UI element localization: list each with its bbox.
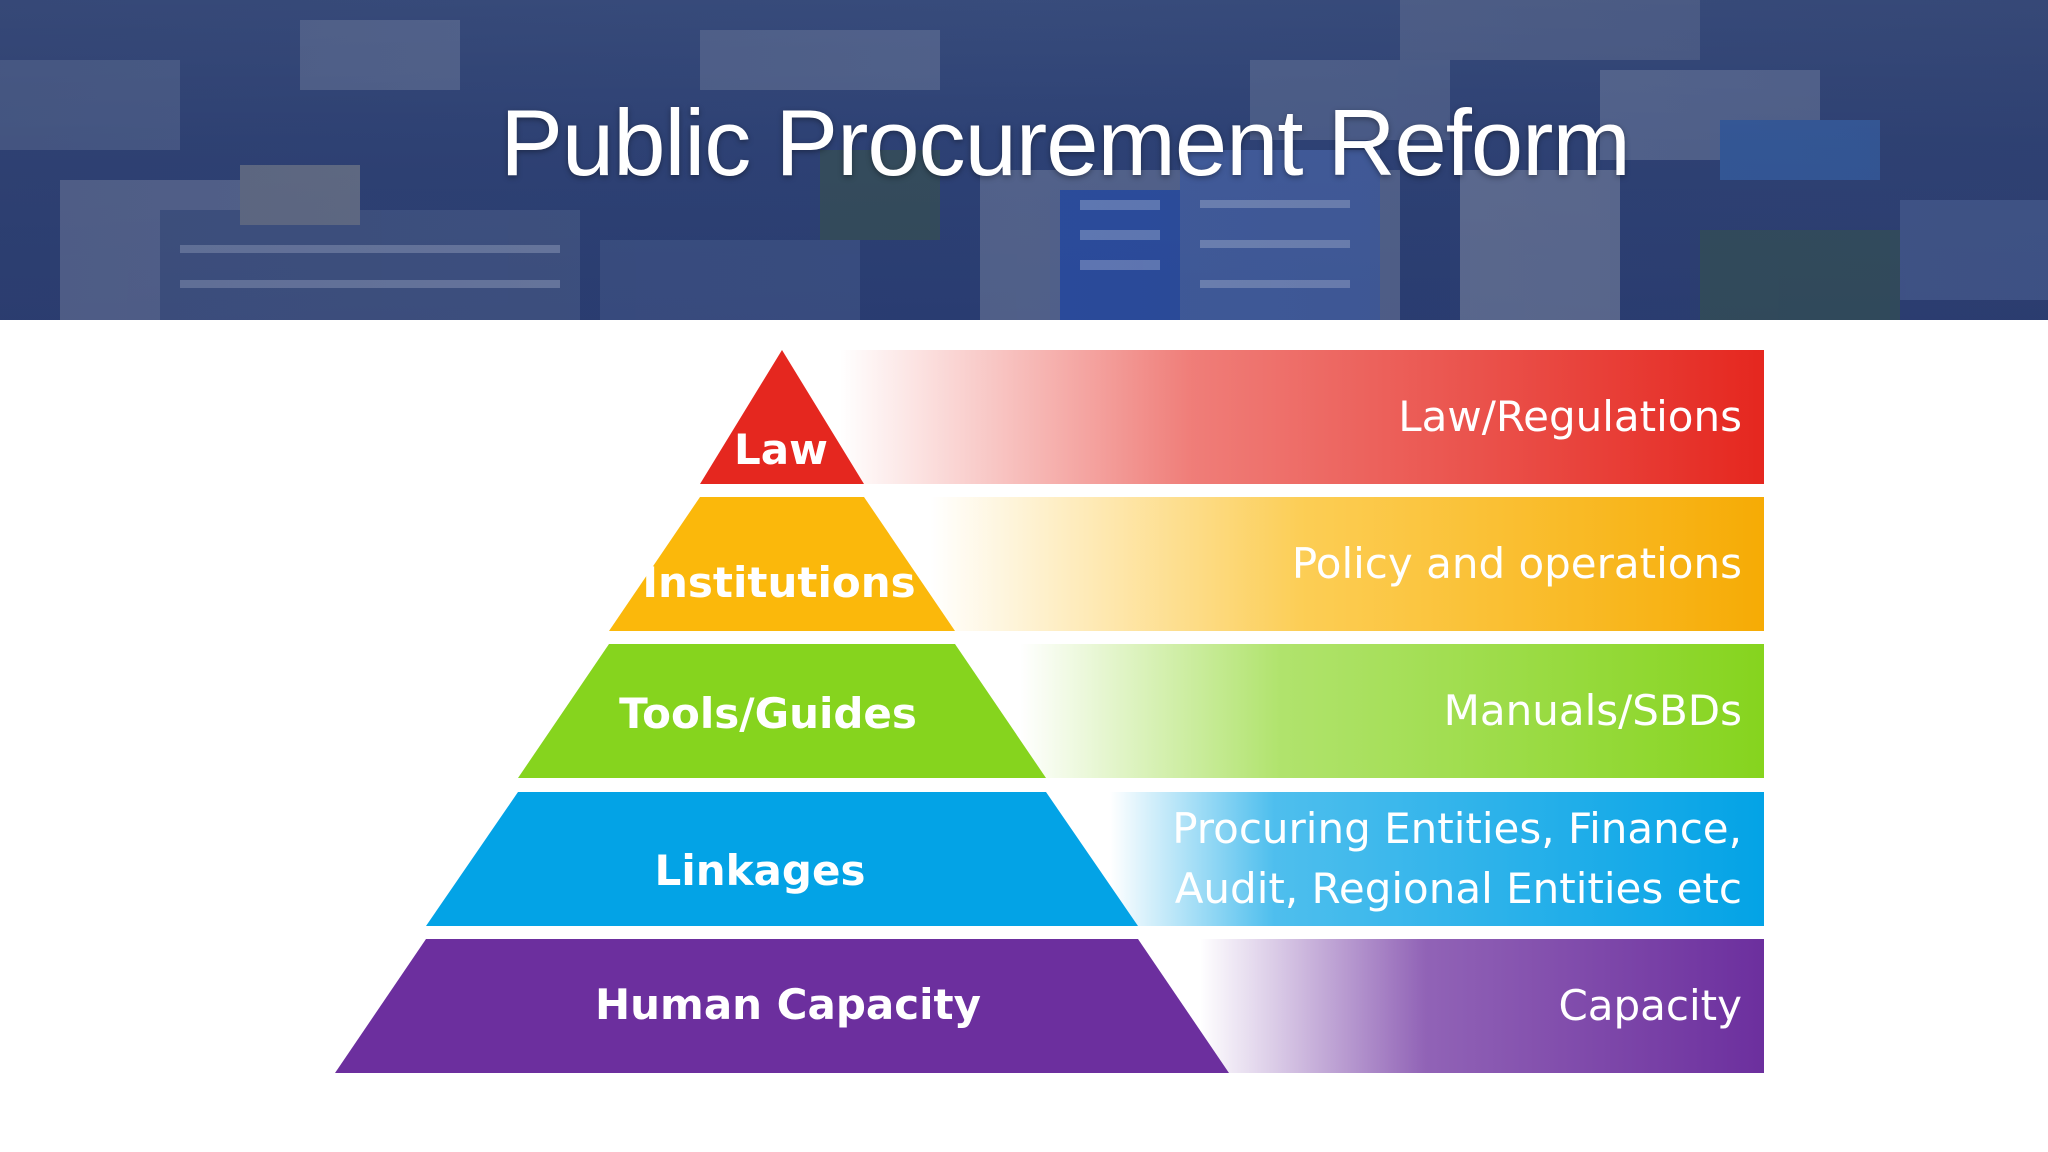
band-law-row: Law/Regulations bbox=[800, 350, 1764, 484]
band-label-capacity: Capacity bbox=[1558, 981, 1742, 1030]
pyramid-tier-linkages bbox=[426, 792, 1138, 926]
band-human-capacity bbox=[1200, 939, 1764, 1073]
header-banner: Public Procurement Reform bbox=[0, 0, 2048, 320]
band-label-manuals-sbds: Manuals/SBDs bbox=[1443, 686, 1742, 735]
band-institutions bbox=[930, 497, 1764, 631]
pyramid-tier-institutions bbox=[609, 497, 955, 631]
tier-label-institutions: Institutions bbox=[642, 558, 916, 607]
band-label-policy-operations: Policy and operations bbox=[1291, 539, 1742, 588]
band-law bbox=[840, 350, 1764, 484]
band-institutions-row: Policy and operations bbox=[800, 497, 1764, 631]
pyramid-tier-human-capacity bbox=[335, 939, 1229, 1073]
tier-label-tools-guides: Tools/Guides bbox=[619, 689, 917, 738]
tier-label-linkages: Linkages bbox=[654, 846, 866, 895]
pyramid-tier-law bbox=[700, 350, 864, 484]
tier-label-law: Law bbox=[734, 425, 828, 474]
pyramid-tier-tools-guides bbox=[518, 644, 1046, 778]
city-skyline-image bbox=[0, 0, 2048, 320]
slide-title: Public Procurement Reform bbox=[500, 90, 1631, 195]
banner-tint bbox=[0, 0, 2048, 320]
band-tools-row: Manuals/SBDs bbox=[800, 644, 1764, 778]
band-linkages bbox=[1110, 792, 1764, 926]
band-capacity-row: Capacity bbox=[800, 939, 1764, 1073]
band-linkages-row: Procuring Entities, Finance, Audit, Regi… bbox=[800, 792, 1764, 926]
band-label-law-regulations: Law/Regulations bbox=[1398, 392, 1742, 441]
band-tools-guides bbox=[1020, 644, 1764, 778]
tier-label-human-capacity: Human Capacity bbox=[595, 980, 981, 1029]
band-label-procuring-entities: Procuring Entities, Finance, Audit, Regi… bbox=[1172, 804, 1742, 913]
